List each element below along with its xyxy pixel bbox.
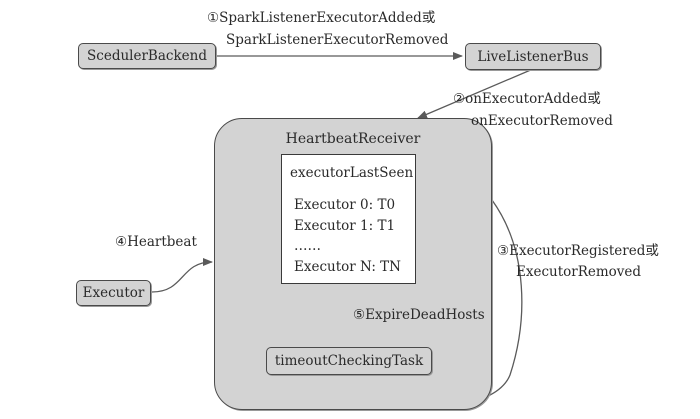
executor-entry-list: Executor 0: T0 Executor 1: T1 …… Executo… bbox=[294, 195, 401, 277]
executor-last-seen-map: executorLastSeen Executor 0: T0 Executor… bbox=[281, 154, 416, 284]
executor-entry: …… bbox=[294, 238, 321, 254]
edge-label-step2-line1: ②onExecutorAdded或 bbox=[453, 91, 601, 107]
timeout-checking-task-node: timeoutCheckingTask bbox=[266, 347, 432, 375]
edge-label-step3-line2: ExecutorRemoved bbox=[516, 264, 642, 280]
live-listener-bus-node: LiveListenerBus bbox=[465, 43, 601, 70]
edge-label-step4: ④Heartbeat bbox=[115, 234, 197, 250]
executor-last-seen-title: executorLastSeen bbox=[290, 165, 414, 181]
executor-entry: Executor 1: T1 bbox=[294, 217, 396, 234]
executor-entry: Executor N: TN bbox=[294, 258, 401, 275]
edge-label-step1-line2: SparkListenerExecutorRemoved bbox=[226, 32, 449, 48]
heartbeat-receiver-title: HeartbeatReceiver bbox=[285, 131, 421, 147]
edge-label-step1-line1: ①SparkListenerExecutorAdded或 bbox=[207, 10, 436, 26]
edge-step4 bbox=[151, 258, 213, 293]
edge-label-step2-line2: onExecutorRemoved bbox=[471, 113, 613, 129]
executor-node: Executor bbox=[76, 280, 151, 306]
edge-step2 bbox=[417, 68, 534, 119]
scheduler-backend-node: ScedulerBackend bbox=[78, 43, 216, 69]
edge-label-step5: ⑤ExpireDeadHosts bbox=[353, 307, 485, 323]
edge-label-step3-line1: ③ExecutorRegistered或 bbox=[497, 243, 659, 259]
executor-entry: Executor 0: T0 bbox=[294, 197, 396, 213]
